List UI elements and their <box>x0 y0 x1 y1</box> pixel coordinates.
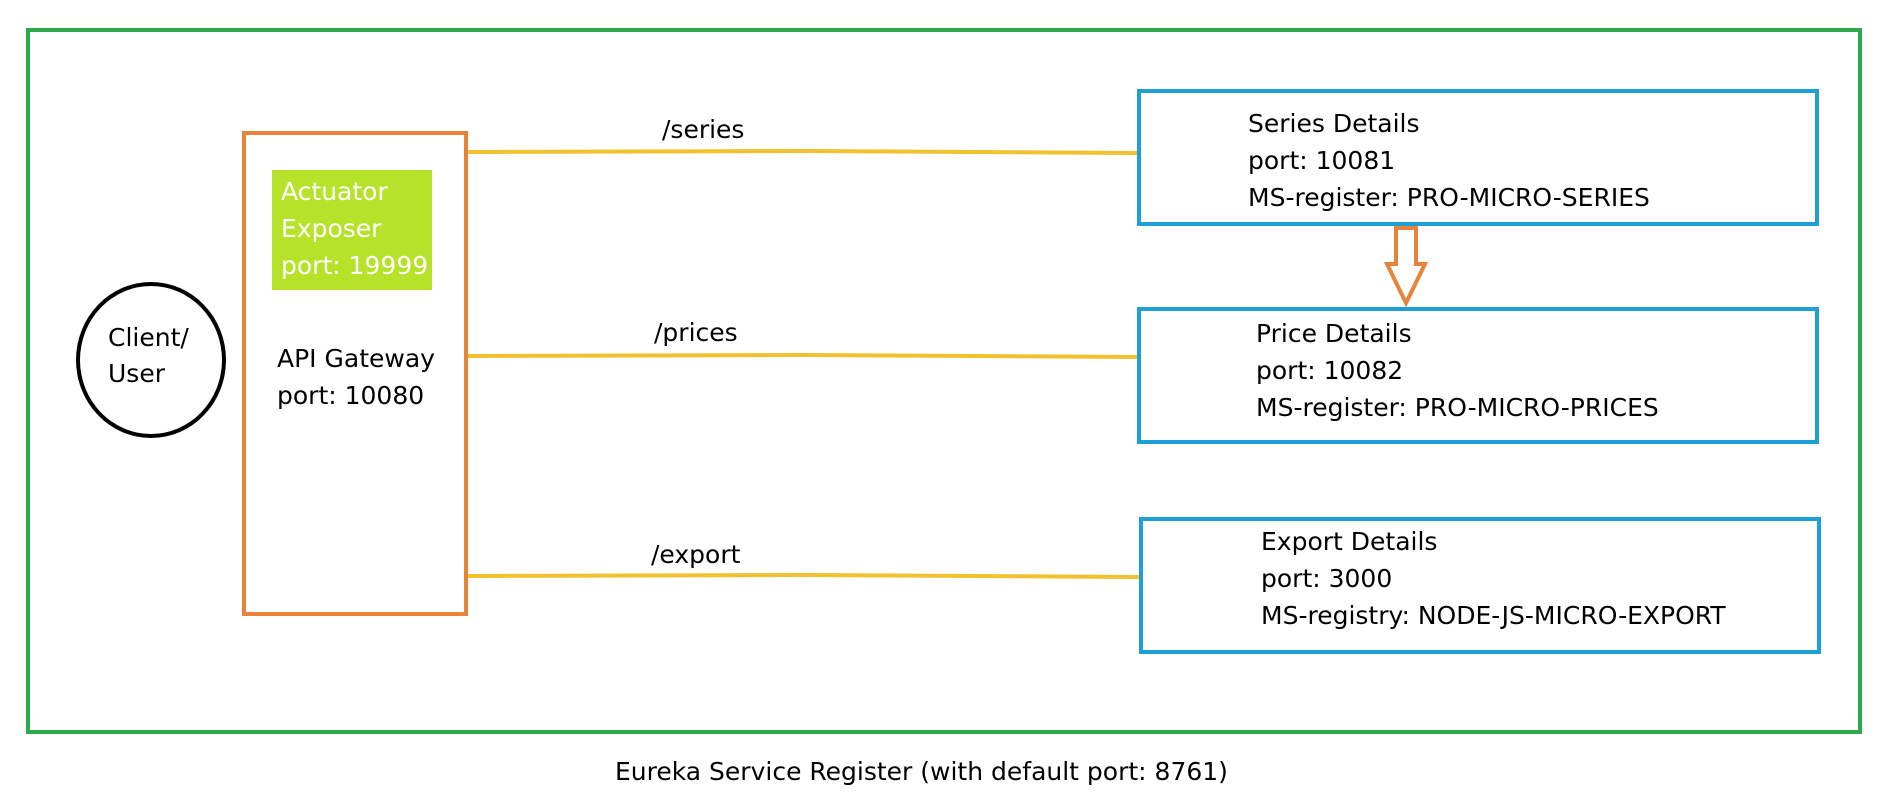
export-port: port: 3000 <box>1261 564 1393 593</box>
route-line-export <box>467 573 806 578</box>
gateway-title: API Gateway <box>277 344 435 373</box>
route-line-series-segment <box>804 149 1138 155</box>
route-line-series <box>467 149 806 154</box>
route-line-prices <box>467 353 806 358</box>
actuator-line2: Exposer <box>281 214 382 243</box>
price-details-box <box>1137 307 1819 444</box>
route-label-series: /series <box>662 115 745 144</box>
eureka-register-boundary <box>26 28 1862 734</box>
prices-port: port: 10082 <box>1256 356 1404 385</box>
gateway-port: port: 10080 <box>277 381 425 410</box>
series-register: MS-register: PRO-MICRO-SERIES <box>1248 183 1650 212</box>
route-line-export-segment <box>804 573 1140 579</box>
dependency-arrow <box>1383 226 1429 308</box>
series-details-box <box>1137 89 1819 226</box>
export-name: Export Details <box>1261 527 1438 556</box>
export-details-label: Export Details port: 3000 MS-registry: N… <box>1261 523 1726 634</box>
export-register: MS-registry: NODE-JS-MICRO-EXPORT <box>1261 601 1726 630</box>
prices-name: Price Details <box>1256 319 1412 348</box>
export-details-box <box>1139 517 1821 654</box>
eureka-caption: Eureka Service Register (with default po… <box>615 757 1228 786</box>
series-details-label: Series Details port: 10081 MS-register: … <box>1248 105 1650 216</box>
client-label-line2: User <box>108 359 165 388</box>
api-gateway-box <box>242 131 468 616</box>
client-label-line1: Client/ <box>108 323 189 352</box>
actuator-exposer-label: Actuator Exposer port: 19999 <box>281 173 428 284</box>
actuator-exposer-box <box>272 170 432 290</box>
route-label-export: /export <box>651 540 741 569</box>
actuator-line1: Actuator <box>281 177 388 206</box>
prices-register: MS-register: PRO-MICRO-PRICES <box>1256 393 1659 422</box>
api-gateway-label: API Gateway port: 10080 <box>277 340 435 414</box>
series-name: Series Details <box>1248 109 1420 138</box>
client-label: Client/ User <box>108 320 189 392</box>
route-line-prices-segment <box>804 353 1138 359</box>
client-user-node <box>76 282 226 438</box>
price-details-label: Price Details port: 10082 MS-register: P… <box>1256 315 1659 426</box>
actuator-port: port: 19999 <box>281 251 429 280</box>
series-port: port: 10081 <box>1248 146 1396 175</box>
route-label-prices: /prices <box>654 318 738 347</box>
